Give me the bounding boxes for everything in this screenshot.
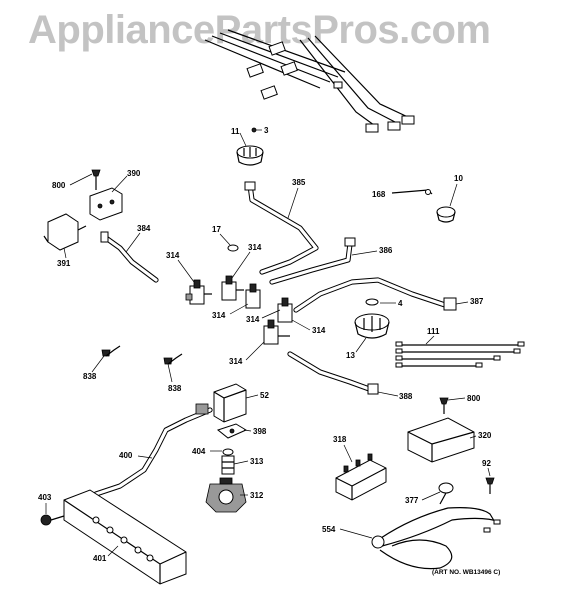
callout-404: 404 <box>192 447 206 456</box>
screw-838-right <box>163 353 183 365</box>
callout-800-top: 800 <box>52 181 66 190</box>
screw-800-lower <box>439 397 449 414</box>
callout-11: 11 <box>231 127 240 136</box>
callout-386: 386 <box>379 246 393 255</box>
wires-111 <box>395 341 525 368</box>
screw-92 <box>485 477 495 494</box>
wire-harness-top <box>204 29 415 133</box>
callout-838-left: 838 <box>83 372 97 381</box>
power-cord-554 <box>371 507 501 570</box>
callout-314-e: 314 <box>312 326 326 335</box>
burner-10 <box>436 206 456 223</box>
callout-92: 92 <box>482 459 491 468</box>
callout-384: 384 <box>137 224 151 233</box>
tube-385 <box>244 181 319 275</box>
o-ring-4 <box>365 298 379 306</box>
regulator-312 <box>205 477 247 513</box>
manifold-tube-400 <box>93 403 213 497</box>
callout-3: 3 <box>264 126 269 135</box>
callout-314-d: 314 <box>246 315 260 324</box>
valve-314-bottom <box>263 319 290 345</box>
callout-554: 554 <box>322 525 336 534</box>
callout-17: 17 <box>212 225 221 234</box>
callout-312: 312 <box>250 491 264 500</box>
callout-314-a: 314 <box>166 251 180 260</box>
callout-391: 391 <box>57 259 71 268</box>
callout-387: 387 <box>470 297 484 306</box>
clip-168 <box>391 189 433 195</box>
terminal-block-318 <box>335 453 387 501</box>
callout-168: 168 <box>372 190 386 199</box>
washer-17 <box>227 244 239 252</box>
callout-314-b: 314 <box>248 243 262 252</box>
manifold-401 <box>63 489 187 585</box>
tube-384 <box>100 231 159 283</box>
callout-10: 10 <box>454 174 463 183</box>
callout-52: 52 <box>260 391 269 400</box>
fitting-313 <box>221 455 235 475</box>
callout-318: 318 <box>333 435 347 444</box>
screw-838-left <box>101 345 121 357</box>
callout-4: 4 <box>398 299 403 308</box>
tube-386 <box>269 237 356 285</box>
valve-314-mid <box>245 283 261 309</box>
callout-390: 390 <box>127 169 141 178</box>
valve-314-center <box>221 275 244 301</box>
callout-314-c: 314 <box>212 311 226 320</box>
callout-398: 398 <box>253 427 267 436</box>
bracket-391 <box>43 213 87 251</box>
callout-401: 401 <box>93 554 107 563</box>
valve-314-left <box>185 279 212 305</box>
tube-388 <box>287 351 379 395</box>
callout-313: 313 <box>250 457 264 466</box>
callout-13: 13 <box>346 351 355 360</box>
cover-320 <box>407 417 475 463</box>
callout-111: 111 <box>427 327 440 336</box>
callout-377: 377 <box>405 496 419 505</box>
callout-403: 403 <box>38 493 52 502</box>
valve-314-right <box>277 297 293 323</box>
callout-800-lower: 800 <box>467 394 481 403</box>
tube-387 <box>293 277 457 313</box>
callout-320: 320 <box>478 431 492 440</box>
fitting-404 <box>222 448 234 456</box>
callout-314-f: 314 <box>229 357 243 366</box>
screw-800-top <box>91 169 101 190</box>
burner-head-11 <box>236 127 264 166</box>
burner-head-13 <box>354 313 390 339</box>
bracket-390 <box>89 187 123 221</box>
screw-403 <box>40 514 65 526</box>
callout-400: 400 <box>119 451 133 460</box>
callout-388: 388 <box>399 392 413 401</box>
igniter-377 <box>438 482 454 505</box>
callout-385: 385 <box>292 178 306 187</box>
solenoid-52 <box>213 383 247 423</box>
bracket-398 <box>216 423 248 439</box>
art-number: (ART NO. WB13496 C) <box>432 569 500 576</box>
watermark-text: AppliancePartsPros.com <box>28 8 491 52</box>
callout-838-right: 838 <box>168 384 182 393</box>
